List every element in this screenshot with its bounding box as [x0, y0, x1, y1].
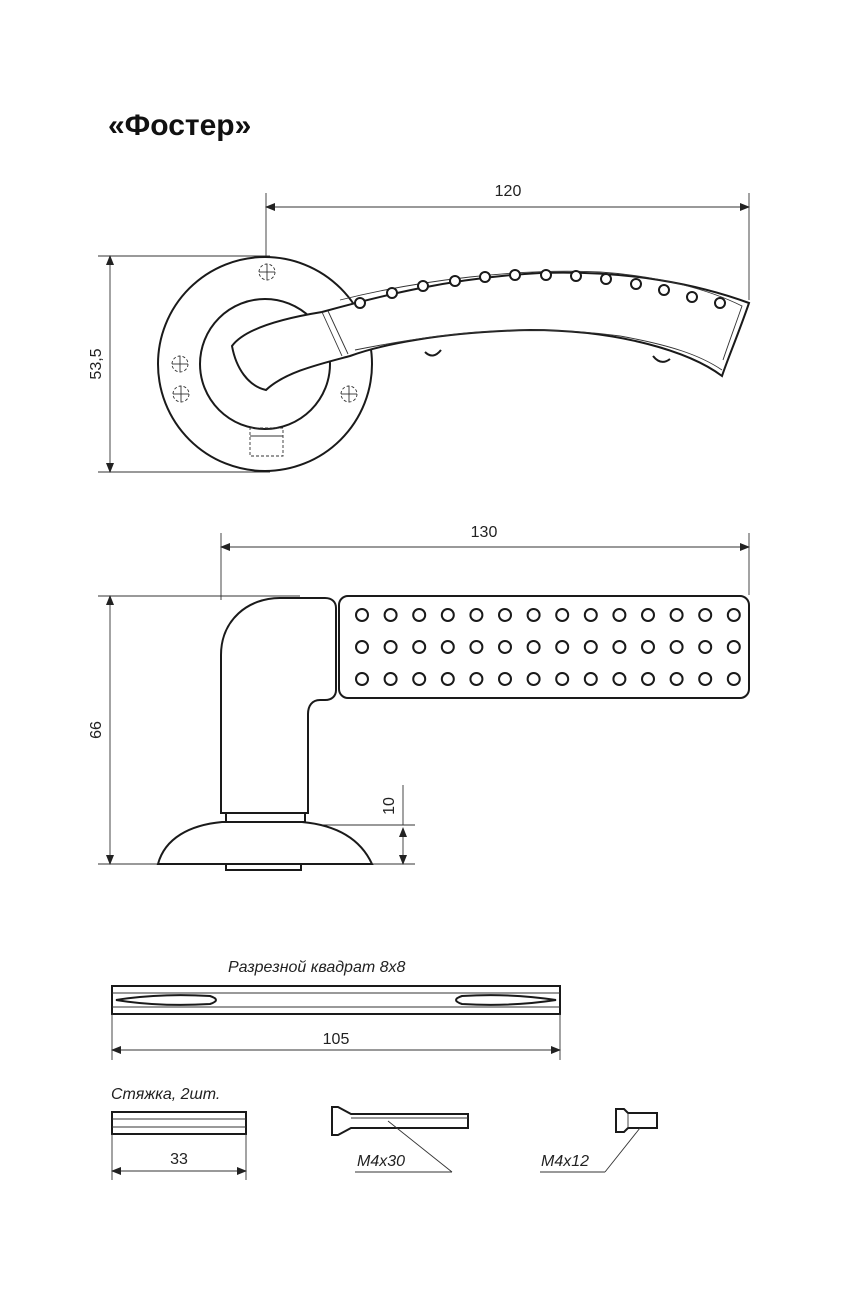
- lever-dot: [630, 278, 642, 290]
- grip-dot: [383, 640, 398, 654]
- grip-dot: [469, 672, 484, 686]
- grip-dot: [412, 608, 427, 622]
- grip-dot: [555, 672, 570, 686]
- spindle-hole: [249, 427, 284, 457]
- grip-dot: [698, 672, 713, 686]
- dimension-label-120: 120: [495, 183, 522, 200]
- spindle-slot-left: [115, 994, 217, 1006]
- dimension-label-10: 10: [381, 797, 398, 815]
- grip-dot: [526, 672, 541, 686]
- lever-dot: [354, 297, 366, 309]
- lever-dot: [540, 269, 552, 281]
- screw-m4x12: M4x12: [540, 1108, 658, 1173]
- grip-dot: [669, 672, 684, 686]
- lever-neck-side: [220, 597, 337, 814]
- grip-dot: [526, 640, 541, 654]
- spindle-slot-right: [455, 994, 557, 1006]
- grip-dot: [726, 672, 741, 686]
- screw-hole-left-lower: [172, 385, 190, 403]
- grip-dot: [440, 672, 455, 686]
- lever-dot: [479, 271, 491, 283]
- grip-dot: [355, 608, 369, 622]
- spindle-view: Разрезной квадрат 8х8 105: [111, 959, 561, 1060]
- dimension-label-535: 53,5: [88, 348, 105, 379]
- rose-side-base: [225, 863, 302, 871]
- grip-dot: [383, 672, 398, 686]
- grip-dot: [583, 672, 598, 686]
- grip-dot: [641, 608, 655, 622]
- lever-grip-side: [338, 595, 750, 699]
- grip-dot: [355, 672, 369, 686]
- lever-dot: [417, 280, 429, 292]
- grip-dots-grid: [355, 608, 741, 686]
- grip-dot: [698, 608, 713, 622]
- screw-short-label: M4x12: [541, 1153, 589, 1170]
- grip-dot: [726, 608, 741, 622]
- top-view: 120 53,5: [88, 183, 751, 473]
- screw-long-label: M4x30: [357, 1153, 405, 1170]
- lever-underside-contour: [354, 329, 723, 371]
- product-title: «Фостер»: [108, 109, 251, 142]
- lever-dot: [386, 287, 398, 299]
- grip-dot: [498, 640, 512, 654]
- tie-bar: [111, 1111, 247, 1135]
- grip-dot: [583, 608, 598, 622]
- grip-dot: [555, 640, 570, 654]
- grip-dot: [526, 608, 541, 622]
- grip-dot: [612, 672, 627, 686]
- grip-dot: [440, 608, 455, 622]
- dimension-label-130: 130: [471, 524, 498, 541]
- lever-notch-1: [424, 349, 442, 357]
- spindle-label: Разрезной квадрат 8х8: [228, 959, 406, 976]
- grip-dot: [698, 640, 713, 654]
- grip-dot: [583, 640, 598, 654]
- dimension-label-105: 105: [323, 1031, 350, 1048]
- neck-collar: [225, 812, 306, 823]
- grip-dot: [641, 672, 655, 686]
- grip-dot: [669, 640, 684, 654]
- tie-label: Стяжка, 2шт.: [111, 1086, 220, 1103]
- lever-dot: [714, 297, 726, 309]
- grip-dot: [498, 608, 512, 622]
- lever-dots-row: [354, 269, 726, 309]
- grip-dot: [612, 608, 627, 622]
- lever-dot: [449, 275, 461, 287]
- grip-dot: [469, 608, 484, 622]
- side-view: 130 66 10: [88, 524, 750, 871]
- lever-inner-contour: [339, 270, 743, 361]
- grip-dot: [412, 672, 427, 686]
- grip-dot: [469, 640, 484, 654]
- screw-m4x30: M4x30: [331, 1106, 469, 1173]
- grip-dot: [498, 672, 512, 686]
- lever-dot: [686, 291, 698, 303]
- screw-hole-top: [258, 263, 276, 281]
- grip-dot: [440, 640, 455, 654]
- screw-hole-right: [340, 385, 358, 403]
- lever-neck-joint-2: [327, 310, 349, 355]
- grip-dot: [555, 608, 570, 622]
- dimension-label-66: 66: [88, 721, 105, 739]
- lever-dot: [570, 270, 582, 282]
- lever-notch-2: [652, 355, 671, 363]
- grip-dot: [355, 640, 369, 654]
- grip-dot: [383, 608, 398, 622]
- lever-dot: [658, 284, 670, 296]
- lever-neck-joint: [321, 311, 343, 357]
- rose-side-profile: [156, 821, 374, 865]
- grip-dot: [412, 640, 427, 654]
- grip-dot: [669, 608, 684, 622]
- tie-view: Стяжка, 2шт. 33: [111, 1086, 247, 1180]
- grip-dot: [641, 640, 655, 654]
- screw-hole-left-upper: [171, 355, 189, 373]
- dimension-label-33: 33: [170, 1151, 188, 1168]
- grip-dot: [726, 640, 741, 654]
- lever-dot: [600, 273, 612, 285]
- grip-dot: [612, 640, 627, 654]
- lever-dot: [509, 269, 521, 281]
